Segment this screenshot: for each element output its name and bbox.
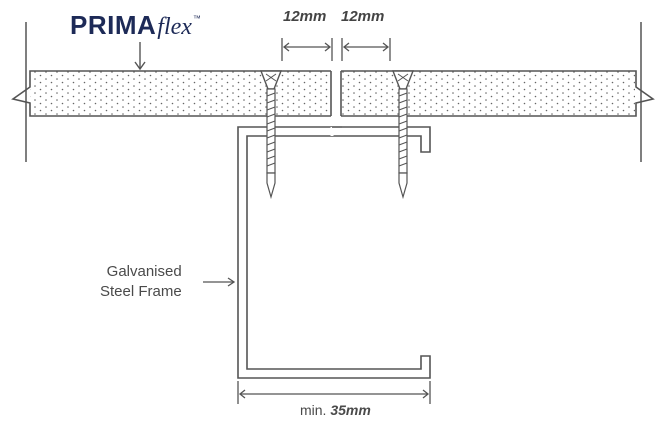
gap-right-label: 12mm [341,8,385,25]
brand-name-strong: PRIMA [70,10,157,40]
board-panel-left [11,70,332,117]
gap-left-label: 12mm [283,8,327,25]
frame-label-pointer [203,277,236,287]
frame-label-line2: Steel Frame [100,283,182,300]
brand-logo: PRIMAflex™ [70,10,201,46]
brand-name-script: flex [157,14,192,40]
min-value: 35mm [330,402,371,418]
gap-dimension-arrows [281,38,391,61]
steel-frame [237,126,431,379]
frame-label-line1: Galvanised [106,263,182,280]
trademark-symbol: ™ [192,14,201,23]
width-dimension-arrow [237,381,431,404]
min-width-label: min. 35mm [300,402,371,418]
screw-threads [266,92,408,167]
brand-pointer-arrow [134,42,146,71]
frame-label: Galvanised Steel Frame [100,262,182,302]
min-prefix: min. [300,402,327,418]
board-panel-right [340,70,655,117]
